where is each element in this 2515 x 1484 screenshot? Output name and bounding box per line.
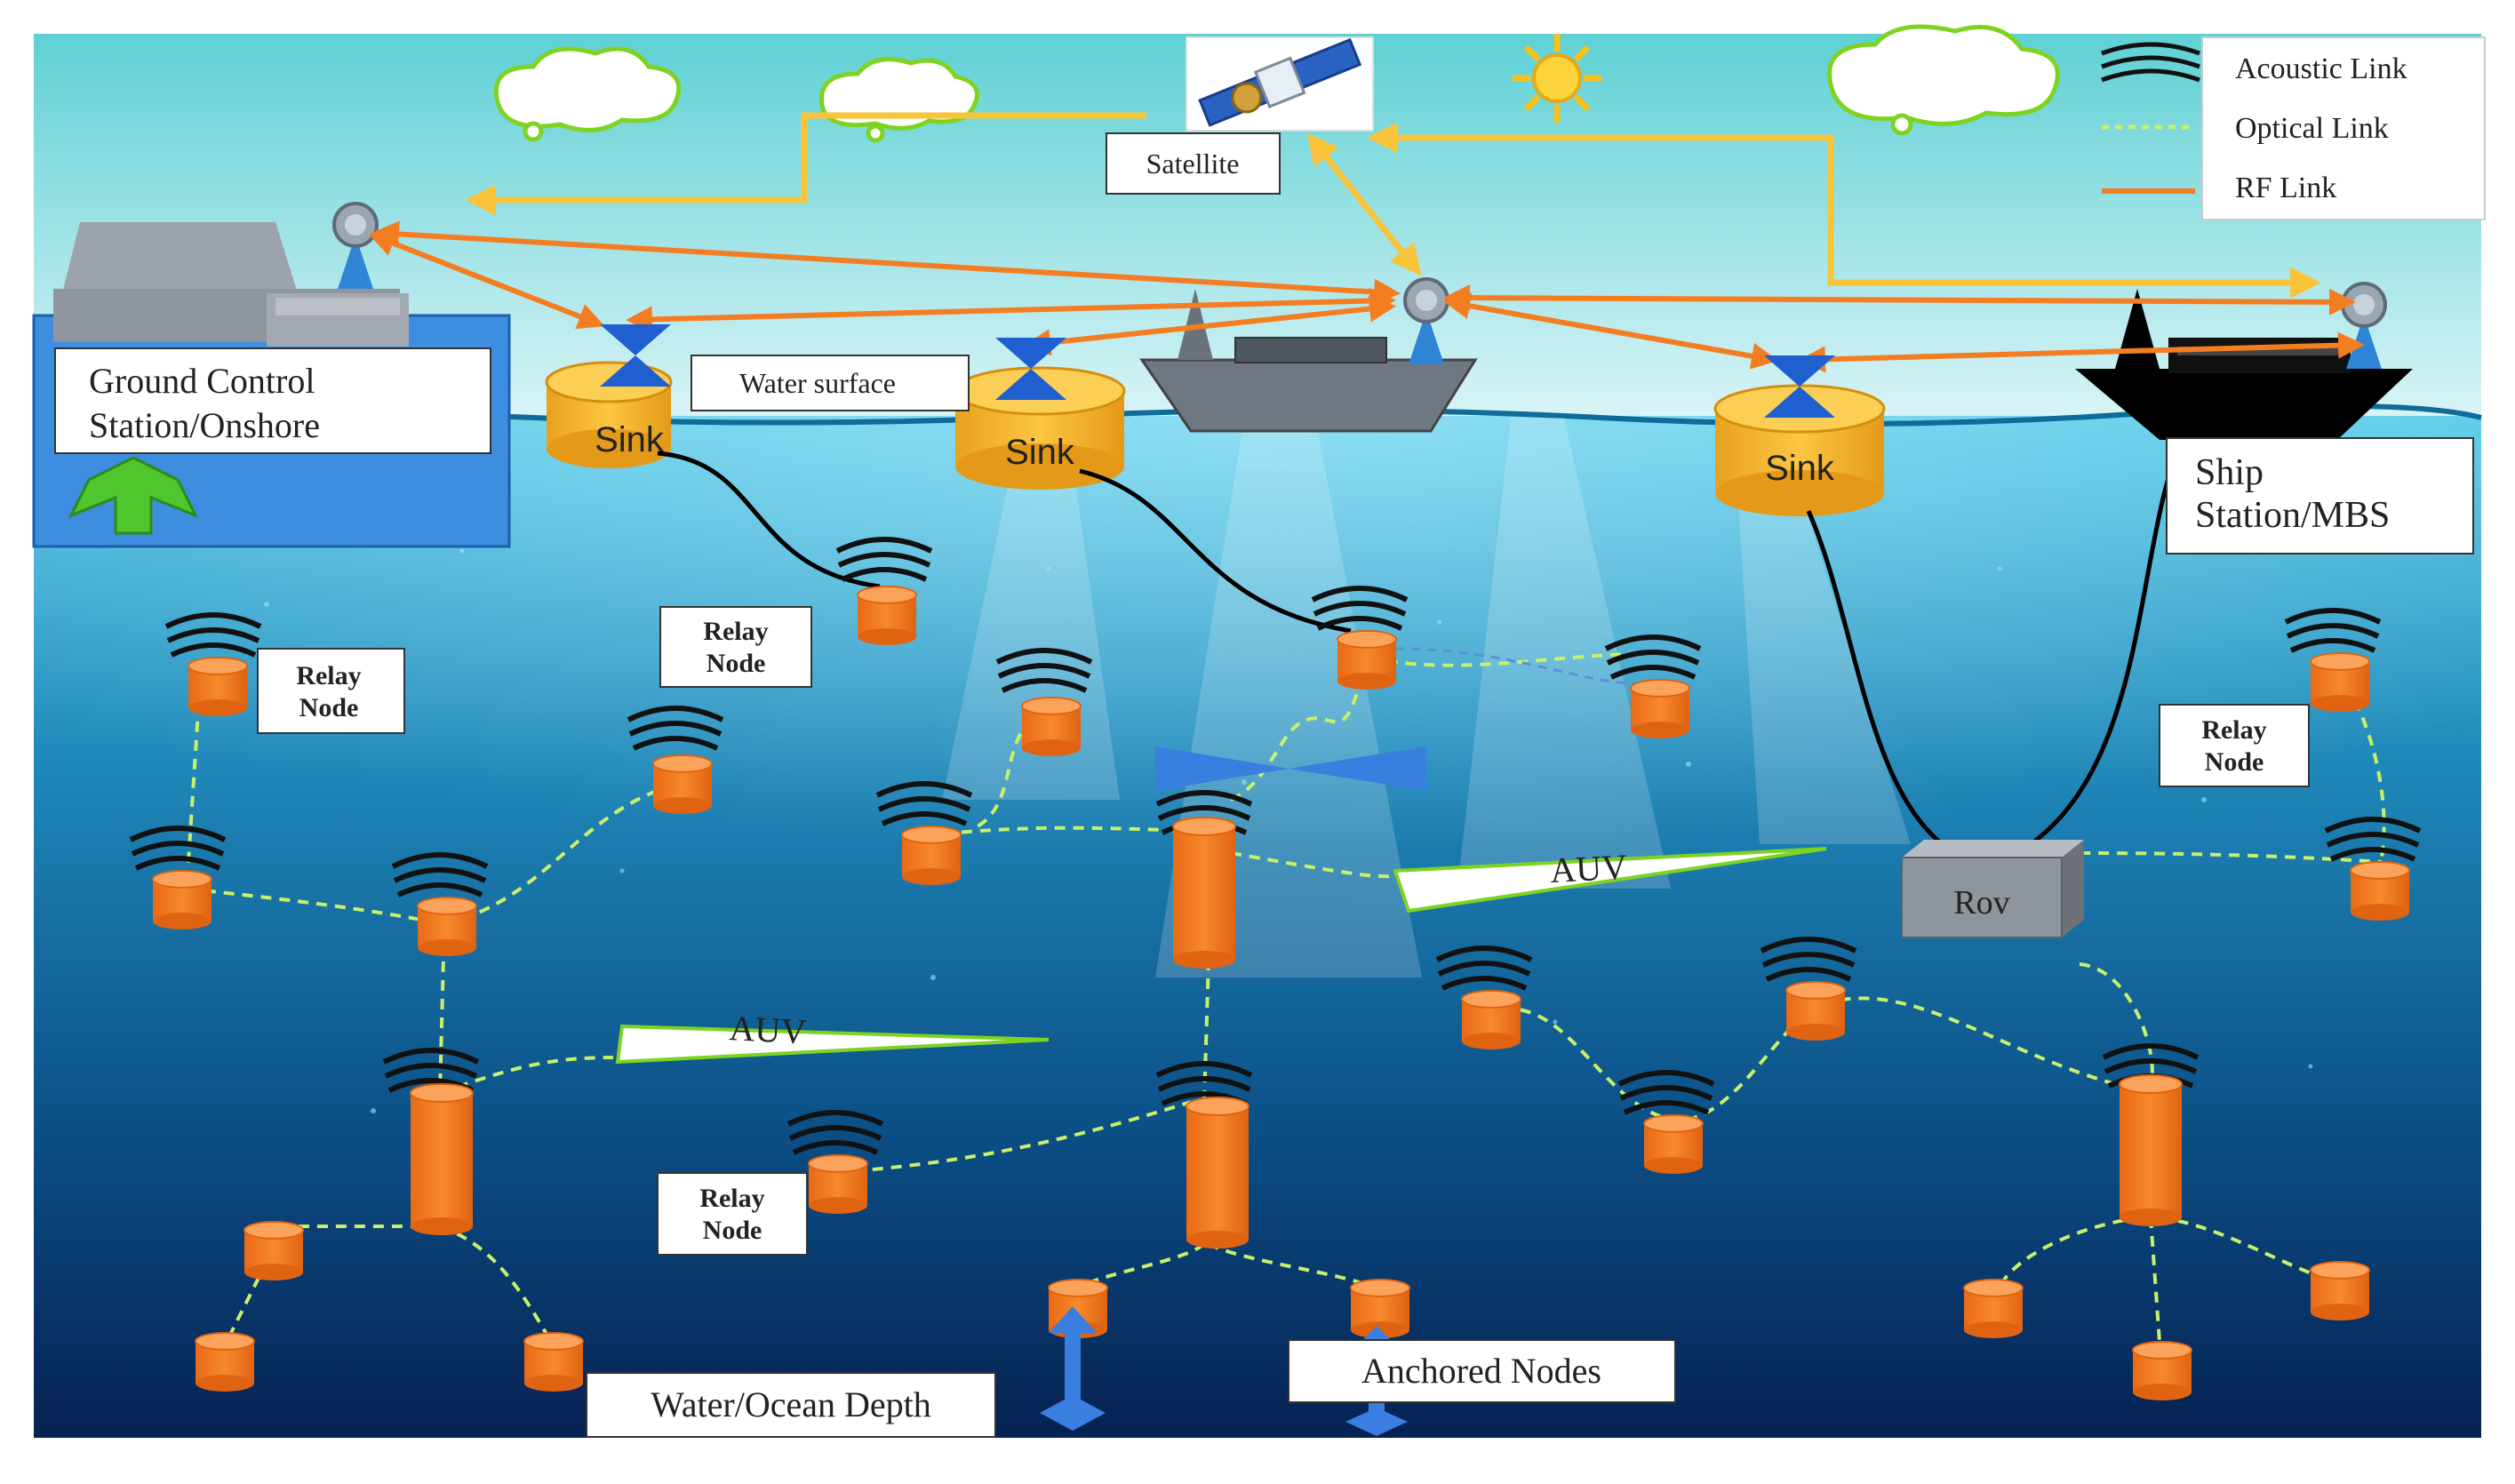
relay-node-label-box: Relay Node	[657, 1172, 808, 1256]
rov	[1901, 840, 2084, 938]
rov-label: Rov	[1953, 884, 2009, 922]
sink-label: Sink	[1005, 433, 1075, 472]
satellite-label-box: Satellite	[1106, 132, 1281, 195]
legend-label-rf: RF Link	[2235, 172, 2336, 204]
relay-node-label-line2: Node	[703, 1216, 762, 1245]
auv-label: AUV	[729, 1008, 808, 1051]
relay-node-label-line1: Relay	[296, 661, 361, 690]
relay-node-label-box: Relay Node	[659, 606, 812, 688]
cloud	[819, 57, 979, 143]
relay-node-label-line2: Node	[707, 649, 766, 678]
ship-station-label-line2: Station/MBS	[2195, 495, 2390, 536]
water-surface-label-box: Water surface	[691, 355, 970, 411]
sink-buoy	[1713, 384, 1886, 516]
sink-buoy	[545, 361, 673, 468]
legend-acoustic-swatch	[2101, 42, 2200, 83]
anchored-columns	[410, 817, 2183, 1249]
relay-node-label-box: Relay Node	[257, 648, 405, 734]
auv	[1393, 847, 1827, 914]
ground-control-label-box: Ground Control Station/Onshore	[54, 347, 491, 454]
relay-node-label-line1: Relay	[699, 1184, 764, 1213]
auv	[615, 1024, 1050, 1065]
water-surface-label: Water surface	[739, 367, 896, 399]
acoustic-link-dashed	[1394, 647, 1645, 686]
ground-control-label-line1: Ground Control	[89, 361, 315, 401]
satellite-icon	[1186, 36, 1374, 132]
relay-node-label-box: Relay Node	[2159, 704, 2310, 787]
relay-node-label-line1: Relay	[703, 617, 768, 646]
ground-control-label-line2: Station/Onshore	[89, 405, 320, 445]
ship-station-label-line1: Ship	[2195, 452, 2264, 493]
ship-station-label-box: Ship Station/MBS	[2166, 437, 2474, 555]
water-depth-label: Water/Ocean Depth	[651, 1384, 931, 1424]
transmitter-icon	[1155, 746, 1426, 791]
sink-label: Sink	[1765, 449, 1835, 488]
relay-node-label-line1: Relay	[2201, 715, 2266, 745]
legend: Acoustic Link Optical Link RF Link	[2101, 36, 2486, 220]
tether-cables	[657, 438, 2184, 856]
water-depth-label-box: Water/Ocean Depth	[586, 1372, 996, 1438]
anchored-nodes-label-box: Anchored Nodes	[1288, 1339, 1676, 1403]
sink-label: Sink	[595, 420, 665, 459]
relay-node-label-line2: Node	[299, 693, 359, 722]
anchored-nodes-label: Anchored Nodes	[1361, 1351, 1601, 1391]
relay-node-label-line2: Node	[2205, 747, 2264, 777]
legend-label-optical: Optical Link	[2235, 112, 2389, 145]
legend-label-acoustic: Acoustic Link	[2235, 52, 2407, 85]
auv-label: AUV	[1549, 847, 1628, 890]
sun-icon	[1513, 34, 1601, 123]
rf-links	[368, 220, 2365, 373]
cloud	[494, 46, 682, 142]
satellite-label: Satellite	[1146, 148, 1240, 180]
